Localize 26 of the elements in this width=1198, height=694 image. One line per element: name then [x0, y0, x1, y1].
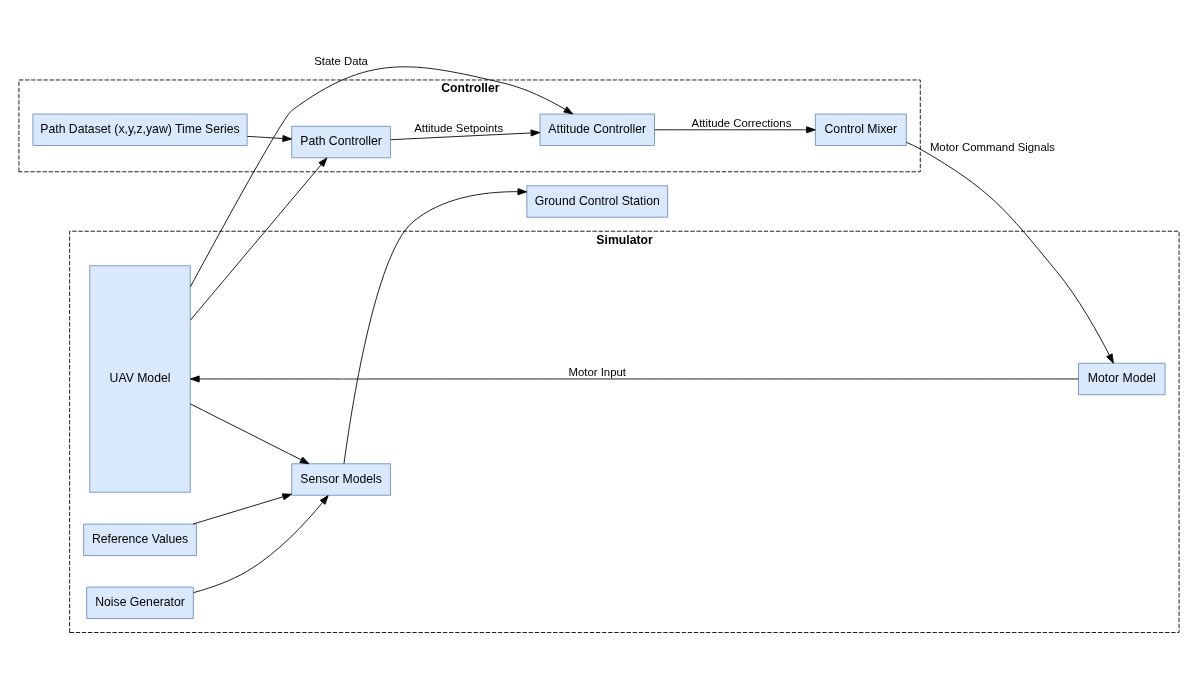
edge-label: Motor Command Signals [929, 140, 1055, 153]
arrow [654, 125, 816, 133]
arrow [246, 134, 292, 142]
node-box: Path Dataset (x,y,z,yaw) Time Series [32, 113, 248, 146]
edge-label: Attitude Setpoints [414, 121, 504, 134]
arrow [190, 374, 1079, 382]
arrow [905, 141, 1114, 363]
edge-label: Attitude Corrections [691, 116, 792, 129]
node-box: Attitude Controller [539, 113, 655, 146]
arrow [189, 403, 310, 464]
edge-label: Motor Input [568, 365, 626, 378]
node-box: Sensor Models [291, 462, 391, 496]
arrow [390, 128, 541, 140]
node-box: Noise Generator [86, 586, 194, 619]
node-box: Ground Control Station [526, 184, 669, 218]
edge-label: State Data [314, 54, 368, 67]
node-box: Path Controller [291, 125, 391, 158]
node-box: Reference Values [83, 523, 197, 556]
arrow [189, 157, 328, 321]
node-box: Motor Model [1078, 362, 1166, 395]
node-box: Control Mixer [814, 113, 907, 146]
arrow [343, 187, 528, 464]
arrow [192, 492, 292, 524]
arrow [193, 494, 329, 593]
node-box: UAV Model [89, 264, 191, 493]
arrow [189, 65, 574, 287]
